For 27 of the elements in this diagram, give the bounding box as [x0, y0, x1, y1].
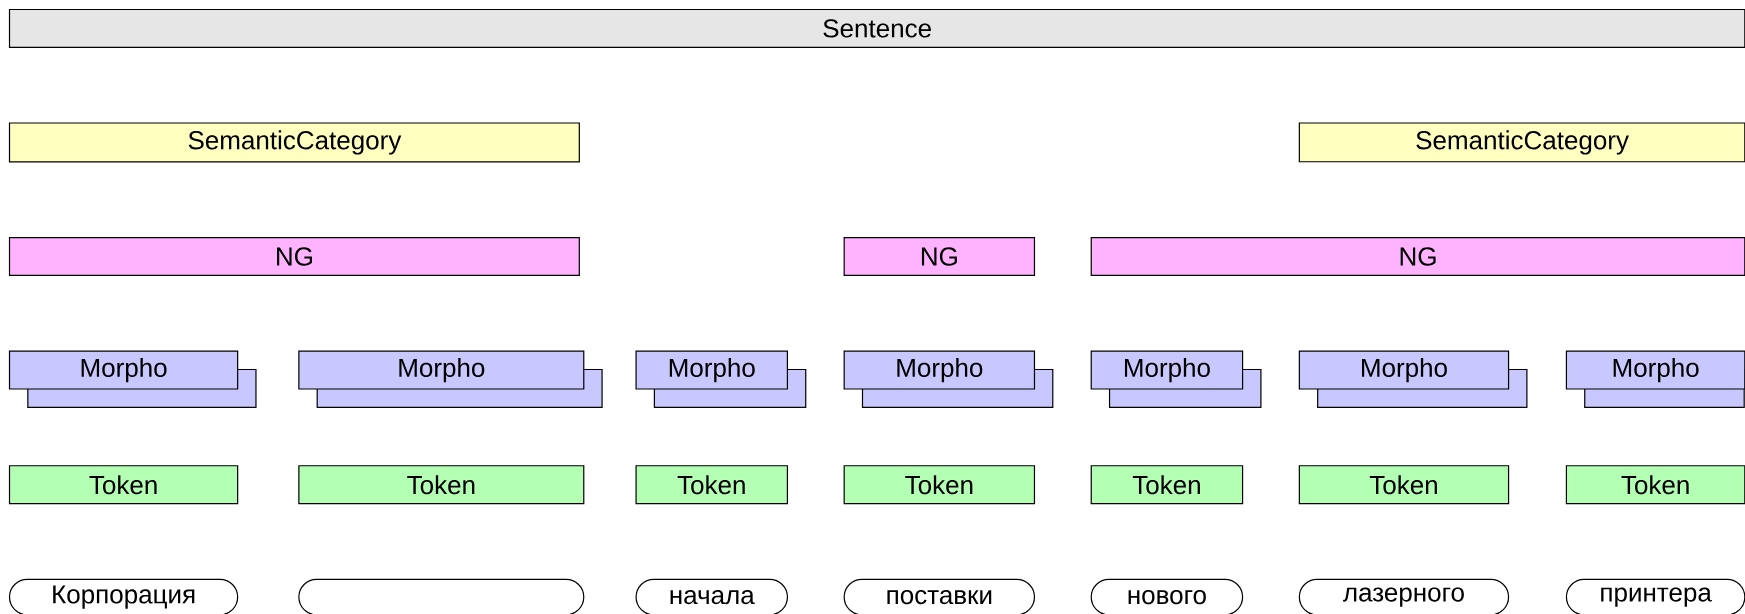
stacked-box: Morpho: [1090, 350, 1262, 408]
token-box: Token: [8, 465, 239, 505]
token-box: Token: [1298, 465, 1510, 505]
stacked-box: Morpho: [635, 350, 807, 408]
word-pill: лазерного: [1298, 578, 1510, 614]
phrase-bar: NG: [1090, 237, 1745, 277]
phrase-bar: NG: [843, 237, 1036, 277]
word-pill: поставки: [843, 578, 1036, 614]
word-pill: нового: [1090, 578, 1244, 614]
word-pill: начала: [635, 578, 789, 614]
category-bar: SemanticCategory: [1298, 122, 1745, 163]
stacked-box: Morpho: [1565, 350, 1745, 408]
token-box: Token: [298, 465, 585, 505]
word-pill: [298, 578, 585, 614]
stacked-box: Morpho: [298, 350, 603, 408]
token-box: Token: [843, 465, 1036, 505]
phrase-bar: NG: [8, 237, 580, 277]
category-bar: SemanticCategory: [8, 122, 580, 163]
word-pill: Корпорация: [8, 578, 239, 614]
token-box: Token: [1565, 465, 1745, 505]
token-box: Token: [1090, 465, 1244, 505]
stacked-box: Morpho: [1298, 350, 1528, 408]
stacked-box: Morpho: [843, 350, 1054, 408]
word-pill: принтера: [1565, 578, 1745, 614]
token-box: Token: [635, 465, 789, 505]
stacked-box: Morpho: [8, 350, 257, 408]
sentence-bar: Sentence: [8, 8, 1745, 48]
